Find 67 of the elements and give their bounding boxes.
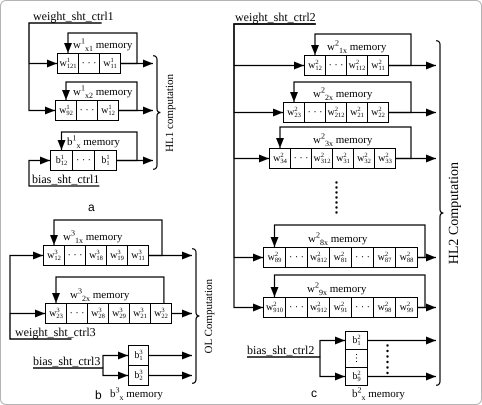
arrow bbox=[311, 33, 412, 66]
memory-label: w$^{1}$$_{x1}$ memory bbox=[73, 39, 132, 51]
memory-label: w$^{2}$$_{3x}$ memory bbox=[313, 134, 372, 146]
arrow bbox=[33, 367, 128, 380]
arrow bbox=[368, 372, 436, 380]
computation-label: HL2 Computation bbox=[447, 162, 462, 264]
arrow bbox=[52, 276, 164, 303]
arrow bbox=[172, 310, 192, 318]
register-cell: ⋮ bbox=[345, 349, 368, 368]
signal-label: weight_sht_ctrl2 bbox=[235, 10, 316, 24]
memory-label: b$^{2}$$_{x}$ memory bbox=[352, 388, 405, 400]
register-cell: · · · bbox=[285, 297, 308, 318]
register-cell: · · · bbox=[304, 102, 326, 123]
arrow bbox=[290, 81, 412, 114]
register-cell: · · · bbox=[285, 247, 308, 268]
computation-label: HL1 computation bbox=[164, 74, 176, 152]
arrow bbox=[389, 108, 436, 116]
arrow bbox=[418, 304, 436, 312]
arrow bbox=[276, 126, 412, 160]
register-cell: · · · bbox=[66, 303, 88, 324]
register-cell: · · · bbox=[325, 55, 347, 76]
signal-label: weight_sht_ctrl3 bbox=[15, 325, 96, 339]
arrow bbox=[270, 274, 426, 308]
signal-label: bias_sht_ctrl2 bbox=[247, 343, 314, 357]
signal-label: bias_sht_ctrl1 bbox=[32, 172, 100, 186]
memory-label: w$^{2}$$_{8x}$ memory bbox=[308, 233, 368, 245]
register-cell: · · · bbox=[290, 148, 312, 169]
register-cell: · · · bbox=[351, 247, 374, 268]
computation-label: OL Computation bbox=[203, 278, 216, 354]
memory-label: w$^{3}$$_{1x}$ memory bbox=[63, 231, 122, 243]
register-cell: · · · bbox=[64, 245, 86, 266]
arrow bbox=[389, 62, 436, 70]
memory-label: w$^{1}$$_{x2}$ memory bbox=[73, 86, 132, 98]
panel-letter: b bbox=[95, 388, 102, 402]
register-cell: · · · bbox=[78, 53, 100, 74]
register-cell: · · · bbox=[76, 100, 98, 121]
arrow bbox=[270, 224, 426, 258]
arrow bbox=[396, 154, 436, 162]
memory-label: w$^{3}$$_{2x}$ memory bbox=[70, 289, 130, 301]
memory-label: b$^{1}$$_{x}$ memory bbox=[67, 136, 120, 148]
arrow bbox=[58, 131, 138, 162]
arrow bbox=[418, 254, 436, 262]
arrow bbox=[149, 372, 192, 380]
memory-label: w$^{2}$$_{2x}$ memory bbox=[313, 88, 372, 100]
arrow bbox=[119, 106, 153, 114]
signal-label: weight_sht_ctrl1 bbox=[33, 9, 114, 23]
arrow bbox=[9, 310, 72, 340]
signal-label: bias_sht_ctrl3 bbox=[33, 354, 100, 368]
arrow bbox=[117, 156, 153, 164]
memory-label: w$^{2}$$_{9x}$ memory bbox=[307, 283, 366, 295]
register-cell: · · · bbox=[351, 297, 374, 318]
memory-label: b$^{3}$$_{x}$ memory bbox=[110, 388, 163, 400]
panel-letter: a bbox=[88, 200, 95, 214]
arrow bbox=[50, 219, 163, 256]
arrow bbox=[121, 60, 153, 68]
arrow bbox=[247, 356, 345, 380]
panel-letter: c bbox=[311, 386, 317, 400]
arrow bbox=[64, 32, 138, 64]
memory-label: w$^{2}$$_{1x}$ memory bbox=[327, 41, 386, 53]
arrow bbox=[233, 23, 316, 312]
arrow bbox=[28, 22, 102, 114]
arrow bbox=[62, 81, 138, 112]
arrow bbox=[149, 352, 192, 360]
arrow bbox=[149, 252, 192, 260]
arrow bbox=[368, 336, 436, 344]
arrow bbox=[28, 156, 100, 187]
register-cell: · · · bbox=[72, 150, 95, 171]
